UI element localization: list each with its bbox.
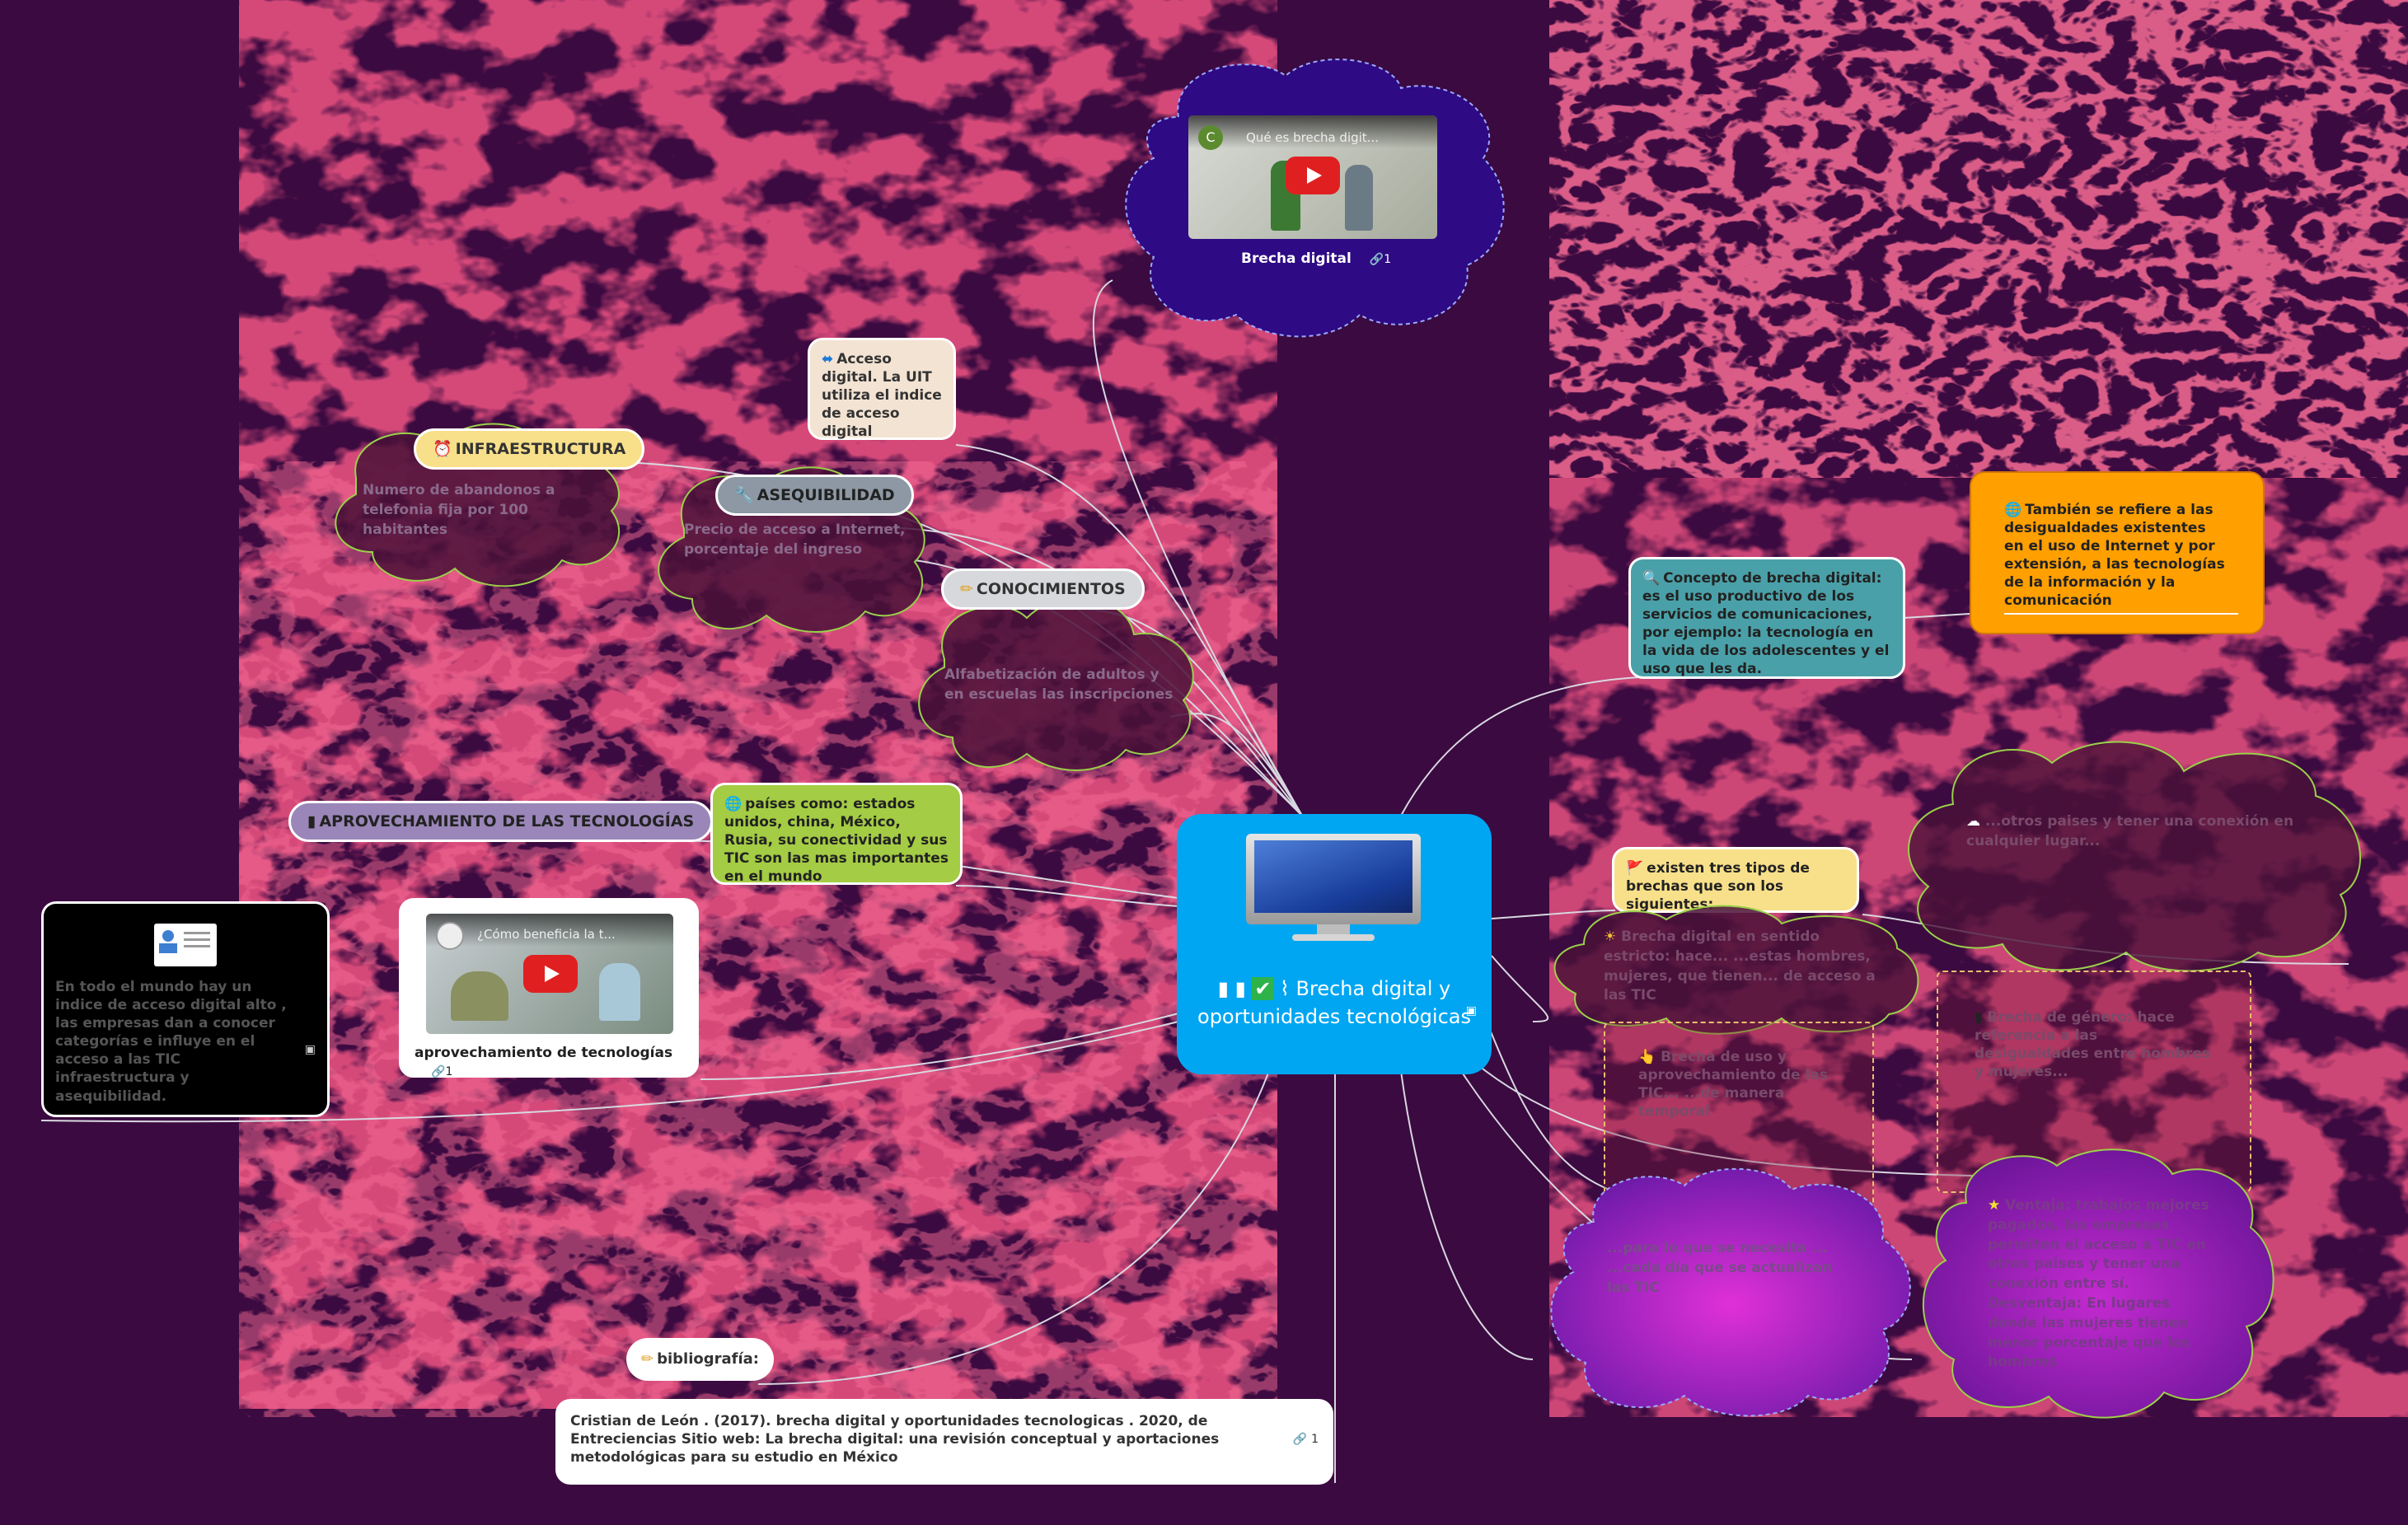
attachment-icon: ▣ — [1465, 1004, 1477, 1017]
link-count: 1 — [445, 1065, 453, 1079]
node-tambien[interactable]: 🌐También se refiere a las desigualdades … — [1970, 471, 2265, 634]
cloud-shape — [918, 596, 1194, 771]
link-icon: 🔗 — [1369, 253, 1384, 266]
globe-icon: 🌐 — [2004, 502, 2022, 518]
star-icon: ★ — [1988, 1197, 2001, 1214]
pill-asequibilidad[interactable]: 🔧ASEQUIBILIDAD — [715, 475, 914, 516]
paises-text: países como: estados unidos, china, Méxi… — [724, 796, 949, 886]
pill-infraestructura[interactable]: ⏰INFRAESTRUCTURA — [414, 428, 645, 470]
pencil-icon: ✏ — [960, 579, 973, 598]
scene-person — [451, 971, 508, 1021]
sun-icon: ☀ — [1604, 929, 1617, 945]
node-acceso-digital[interactable]: ⬌Acceso digital. La UIT utiliza el indic… — [808, 338, 956, 440]
video-label-text: aprovechamiento de tecnologías — [415, 1045, 673, 1061]
video-thumb-title: ¿Cómo beneficia la t... — [477, 927, 616, 942]
globe-icon: 🌐 — [724, 796, 743, 812]
youtube-play-icon[interactable] — [523, 955, 578, 993]
central-topic[interactable]: ▮ ▮ ✔ ⌇ Brecha digital y oportunidades t… — [1177, 814, 1492, 1074]
biblio-label: bibliografía: — [657, 1350, 759, 1368]
phone-icon: ▮ — [307, 812, 316, 830]
pill-bibliografia[interactable]: ✏bibliografía: — [626, 1338, 774, 1381]
link-icon: 🔗 — [1292, 1433, 1307, 1446]
video-label[interactable]: aprovechamiento de tecnologías 🔗1 — [415, 1044, 696, 1080]
video-thumb-title: Qué es brecha digit... — [1246, 130, 1379, 145]
asequ-detail: Precio de acceso a Internet, porcentaje … — [684, 522, 906, 558]
ventaja-text: ★ Ventaja: trabajos mejores pagados, las… — [1988, 1196, 2210, 1373]
scene-robot — [599, 963, 640, 1021]
infra-label: INFRAESTRUCTURA — [455, 439, 626, 458]
conoc-label: CONOCIMIENTOS — [976, 579, 1126, 598]
video-label-text: Brecha digital — [1241, 250, 1352, 267]
ventaja-cloud-body: ...otros paises y tener una conexión en … — [1966, 813, 2294, 849]
check-icon: ✔ — [1252, 977, 1274, 1000]
video-aprovechamiento[interactable]: ¿Cómo beneficia la t... aprovechamiento … — [399, 898, 699, 1078]
clock-avatar — [436, 922, 464, 950]
cloud-shape — [1922, 1148, 2274, 1419]
cloud-icon: ☁ — [1966, 813, 1980, 830]
node-tipos-brechas[interactable]: 🚩existen tres tipos de brechas que son l… — [1612, 847, 1859, 913]
figure-right — [1345, 165, 1373, 231]
image-icon — [154, 924, 217, 966]
cloud-shape — [1908, 741, 2361, 972]
monitor-icon — [1246, 834, 1421, 941]
link-icon: 🔗 — [431, 1065, 446, 1079]
video-label[interactable]: Brecha digital 🔗1 — [1241, 250, 1391, 267]
video-thumbnail[interactable]: ¿Cómo beneficia la t... — [426, 914, 673, 1034]
magnifier-icon: 🔍 — [1642, 570, 1661, 587]
tipo1-text: ☀ Brecha digital en sentido estricto: ha… — [1604, 928, 1884, 1006]
phone-icon: ▮ ▮ — [1217, 977, 1253, 1000]
arrows-icon: ⬌ — [822, 351, 834, 367]
pencil-icon: ✏ — [641, 1350, 654, 1368]
pill-aprovechamiento[interactable]: ▮APROVECHAMIENTO DE LAS TECNOLOGÍAS — [288, 801, 714, 842]
cloud-ventaja-desventaja: ★ Ventaja: trabajos mejores pagados, las… — [1917, 1145, 2274, 1422]
node-indice-acceso[interactable]: En todo el mundo hay un indice de acceso… — [41, 901, 330, 1117]
cita-text: Cristian de León . (2017). brecha digita… — [570, 1413, 1220, 1467]
tambien-text: También se refiere a las desigualdades e… — [2004, 502, 2225, 610]
asequ-label: ASEQUIBILIDAD — [757, 485, 895, 504]
youtube-play-icon[interactable] — [1286, 157, 1340, 194]
flag-icon: 🚩 — [1626, 860, 1644, 877]
paperclip-icon: ⌇ — [1280, 977, 1290, 1000]
channel-avatar: C — [1198, 125, 1223, 150]
node-cita[interactable]: Cristian de León . (2017). brecha digita… — [555, 1399, 1333, 1485]
cloud-ventaja-paises: ☁ ...otros paises y tener una conexión e… — [1904, 738, 2362, 972]
conoc-detail: Alfabetización de adultos y en escuelas … — [944, 667, 1174, 703]
cloud-brecha-estricto: ☀ Brecha digital en sentido estricto: ha… — [1551, 903, 1922, 1035]
video-thumbnail[interactable]: C Qué es brecha digit... — [1188, 115, 1437, 239]
central-title: ▮ ▮ ✔ ⌇ Brecha digital y oportunidades t… — [1193, 975, 1475, 1031]
ventaja-body: Ventaja: trabajos mejores pagados, las e… — [1988, 1197, 2209, 1371]
infra-detail: Numero de abandonos a telefonia fija por… — [363, 482, 555, 538]
aprove-label: APROVECHAMIENTO DE LAS TECNOLOGÍAS — [319, 812, 695, 830]
ventaja-cloud-text: ☁ ...otros paises y tener una conexión e… — [1966, 812, 2312, 852]
tipo3-text: ...para lo que se necesita ... ...cada d… — [1607, 1240, 1833, 1296]
clock-icon: ⏰ — [433, 439, 452, 458]
acceso-text: Acceso digital. La UIT utiliza el indice… — [822, 351, 942, 441]
link-count: 1 — [1384, 253, 1392, 266]
gender-body: Brecha de género: hace referencia a las … — [1975, 1009, 2210, 1081]
underline — [2004, 613, 2238, 615]
pill-conocimientos[interactable]: ✏CONOCIMIENTOS — [941, 568, 1145, 610]
tipo1-body: Brecha digital en sentido estricto: hace… — [1604, 929, 1876, 1004]
cloud-shape — [1550, 1167, 1911, 1417]
hand-icon: 👆 — [1638, 1049, 1656, 1065]
cloud-shape — [1553, 905, 1919, 1035]
tipo2-body: Brecha de uso y aprovechamiento de las T… — [1638, 1049, 1828, 1120]
node-paises[interactable]: 🌐países como: estados unidos, china, Méx… — [710, 783, 963, 885]
node-concepto[interactable]: 🔍Concepto de brecha digital: es el uso p… — [1628, 557, 1905, 679]
phone-icon: ▮ — [1975, 1009, 1983, 1026]
black-node-text: En todo el mundo hay un indice de acceso… — [55, 979, 287, 1105]
tipos-text: existen tres tipos de brechas que son lo… — [1626, 860, 1810, 914]
cloud-tipo3: ...para lo que se necesita ... ...cada d… — [1544, 1165, 1912, 1417]
attachment-icon: ▣ — [304, 1043, 316, 1056]
video-cloud-brecha-digital: C Qué es brecha digit... Brecha digital … — [1121, 51, 1505, 339]
wrench-icon: 🔧 — [734, 485, 754, 504]
central-title-text: Brecha digital y oportunidades tecnológi… — [1197, 977, 1471, 1028]
concepto-text: Concepto de brecha digital: es el uso pr… — [1642, 570, 1890, 678]
link-count: 1 — [1311, 1433, 1319, 1446]
cloud-conocimientos: Alfabetización de adultos y en escuelas … — [903, 585, 1200, 774]
